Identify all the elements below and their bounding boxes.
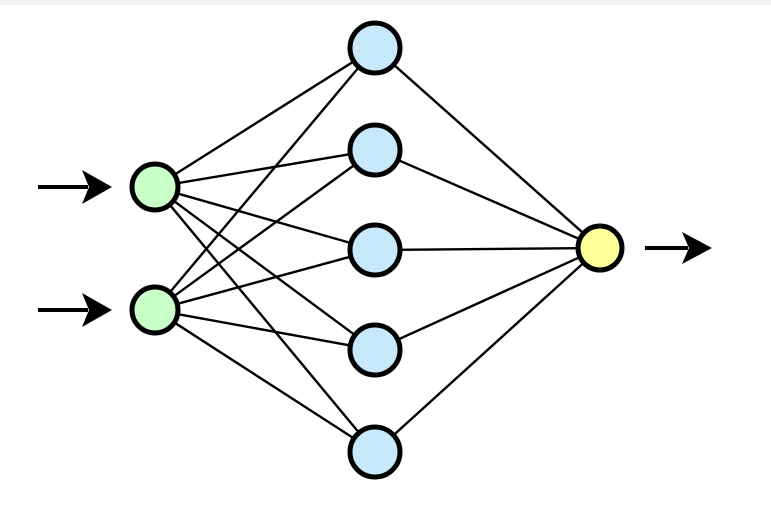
edge-i1-h1 [172,59,356,177]
output-node-1[interactable] [575,223,625,273]
input-node-1[interactable] [129,161,181,213]
edge-i1-h5 [167,202,361,435]
hidden-node-3[interactable] [347,222,403,278]
hidden-node-2[interactable] [347,122,403,178]
input-arrow-2 [38,293,112,327]
input-arrow-1-head-icon [82,170,112,204]
edge-h5-o1 [391,260,586,438]
edges-group [167,59,586,441]
nodes-group [129,20,625,480]
output-arrow-1-head-icon [682,232,712,264]
edge-i1-h2 [175,152,353,185]
edge-i2-h1 [167,65,361,295]
input-arrow-1 [38,170,112,204]
edge-h4-o1 [395,255,583,342]
hidden-node-1[interactable] [347,20,403,76]
hidden-node-4[interactable] [347,322,403,378]
edge-i2-h5 [172,320,357,441]
edge-h3-o1 [397,246,581,251]
edge-h1-o1 [391,62,586,236]
edge-i1-h3 [174,191,354,245]
top-band-decoration [0,0,771,5]
edge-i2-h3 [175,255,354,306]
edge-i2-h2 [171,162,357,299]
edge-i2-h4 [175,312,353,347]
hidden-node-5[interactable] [347,424,403,480]
output-arrow-1 [645,232,712,264]
edge-h2-o1 [395,158,582,241]
io-arrows-group [38,170,712,327]
input-arrow-2-head-icon [82,293,112,327]
input-node-2[interactable] [129,284,181,336]
edge-i1-h4 [171,198,357,337]
